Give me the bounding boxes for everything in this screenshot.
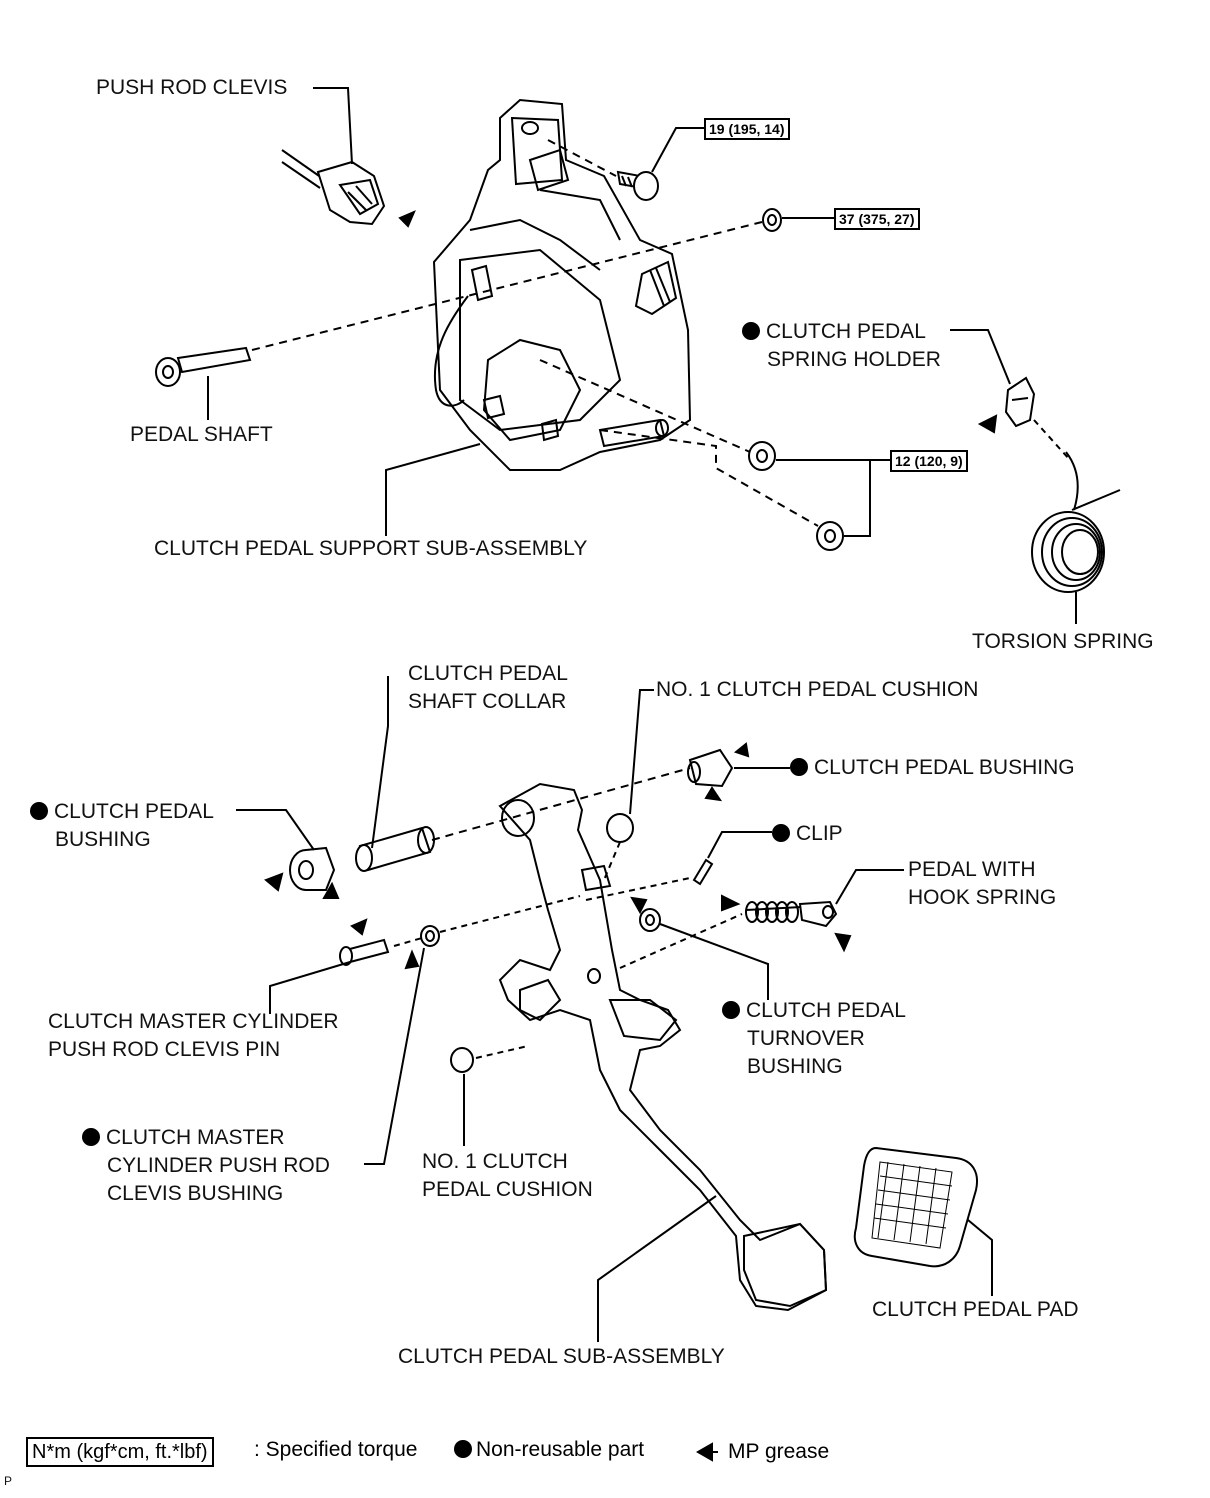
label-turnover-line1: CLUTCH PEDAL [746,999,906,1022]
label-bushing-left: CLUTCH PEDAL BUSHING [30,798,214,854]
label-turnover-line3: BUSHING [747,1055,843,1078]
label-pedal-sub-assembly: CLUTCH PEDAL SUB-ASSEMBLY [398,1345,725,1368]
legend-torque-box: N*m (kgf*cm, ft.*lbf) [26,1437,214,1467]
clevis-pin-drawing [339,938,390,966]
label-turnover-line2: TURNOVER [747,1027,865,1050]
label-shaft-collar-line1: CLUTCH PEDAL [408,662,568,685]
label-hook-spring-line1: PEDAL WITH [908,858,1036,881]
push-rod-clevis-drawing [281,149,386,226]
label-clevis-pin: CLUTCH MASTER CYLINDER PUSH ROD CLEVIS P… [48,1008,339,1064]
non-reusable-mark-icon [772,824,790,842]
left-bushing-drawing [289,846,336,891]
label-clevis-bushing-line2: CYLINDER PUSH ROD [107,1154,330,1177]
non-reusable-mark-icon [454,1440,472,1458]
torque-19: 19 (195, 14) [704,118,790,140]
label-shaft-collar-line2: SHAFT COLLAR [408,690,567,713]
legend-nonreusable: Non-reusable part [454,1436,644,1464]
footer-mark: P [4,1474,13,1488]
label-torsion-spring: TORSION SPRING [972,630,1154,653]
non-reusable-mark-icon [30,802,48,820]
non-reusable-mark-icon [722,1001,740,1019]
label-spring-holder-line2: SPRING HOLDER [767,348,941,371]
bolt-19-drawing [616,170,659,201]
label-cushion-bottom-line1: NO. 1 CLUTCH [422,1150,568,1173]
label-support-sub-assembly: CLUTCH PEDAL SUPPORT SUB-ASSEMBLY [154,537,588,560]
label-cushion-top: NO. 1 CLUTCH PEDAL CUSHION [656,678,979,701]
label-clevis-bushing-line1: CLUTCH MASTER [106,1126,285,1149]
label-hook-spring-line2: HOOK SPRING [908,886,1057,909]
right-bushing-drawing [687,748,734,788]
label-bushing-left-line1: CLUTCH PEDAL [54,800,214,823]
label-bushing-right-text: CLUTCH PEDAL BUSHING [814,756,1075,779]
pedal-shaft-drawing [155,346,252,387]
label-bushing-left-line2: BUSHING [55,828,151,851]
label-shaft-collar: CLUTCH PEDAL SHAFT COLLAR [408,660,568,716]
non-reusable-mark-icon [790,758,808,776]
label-clip-text: CLIP [796,822,843,845]
label-spring-holder-line1: CLUTCH PEDAL [766,320,926,343]
torsion-spring-drawing [1031,451,1121,593]
label-cushion-bottom-line2: PEDAL CUSHION [422,1178,593,1201]
legend-nonreusable-text: Non-reusable part [476,1438,645,1461]
label-bushing-right: CLUTCH PEDAL BUSHING [790,754,1075,782]
non-reusable-mark-icon [82,1128,100,1146]
hook-spring-drawing [745,900,838,928]
legend-grease-text: MP grease [728,1440,830,1463]
legend-torque-text: : Specified torque [254,1438,418,1461]
torque-12: 12 (120, 9) [890,450,968,472]
label-pedal-pad: CLUTCH PEDAL PAD [872,1298,1079,1321]
label-clip: CLIP [772,820,843,848]
label-clevis-bushing-line3: CLEVIS BUSHING [107,1182,284,1205]
label-clevis-pin-line2: PUSH ROD CLEVIS PIN [48,1038,281,1061]
label-push-rod-clevis: PUSH ROD CLEVIS [96,76,288,99]
label-cushion-bottom: NO. 1 CLUTCH PEDAL CUSHION [422,1148,593,1204]
torque-37: 37 (375, 27) [834,208,920,230]
label-hook-spring: PEDAL WITH HOOK SPRING [908,856,1056,912]
label-clevis-bushing: CLUTCH MASTER CYLINDER PUSH ROD CLEVIS B… [82,1124,330,1208]
label-pedal-shaft: PEDAL SHAFT [130,423,273,446]
pedal-support-drawing [432,98,692,471]
label-turnover-bushing: CLUTCH PEDAL TURNOVER BUSHING [722,997,906,1081]
pedal-pad-drawing [853,1146,978,1268]
non-reusable-mark-icon [742,322,760,340]
clutch-pedal-drawing [498,782,828,1312]
label-clevis-pin-line1: CLUTCH MASTER CYLINDER [48,1010,339,1033]
shaft-collar-drawing [355,826,435,872]
label-spring-holder: CLUTCH PEDAL SPRING HOLDER [742,318,941,374]
spring-holder-drawing [1004,376,1036,428]
